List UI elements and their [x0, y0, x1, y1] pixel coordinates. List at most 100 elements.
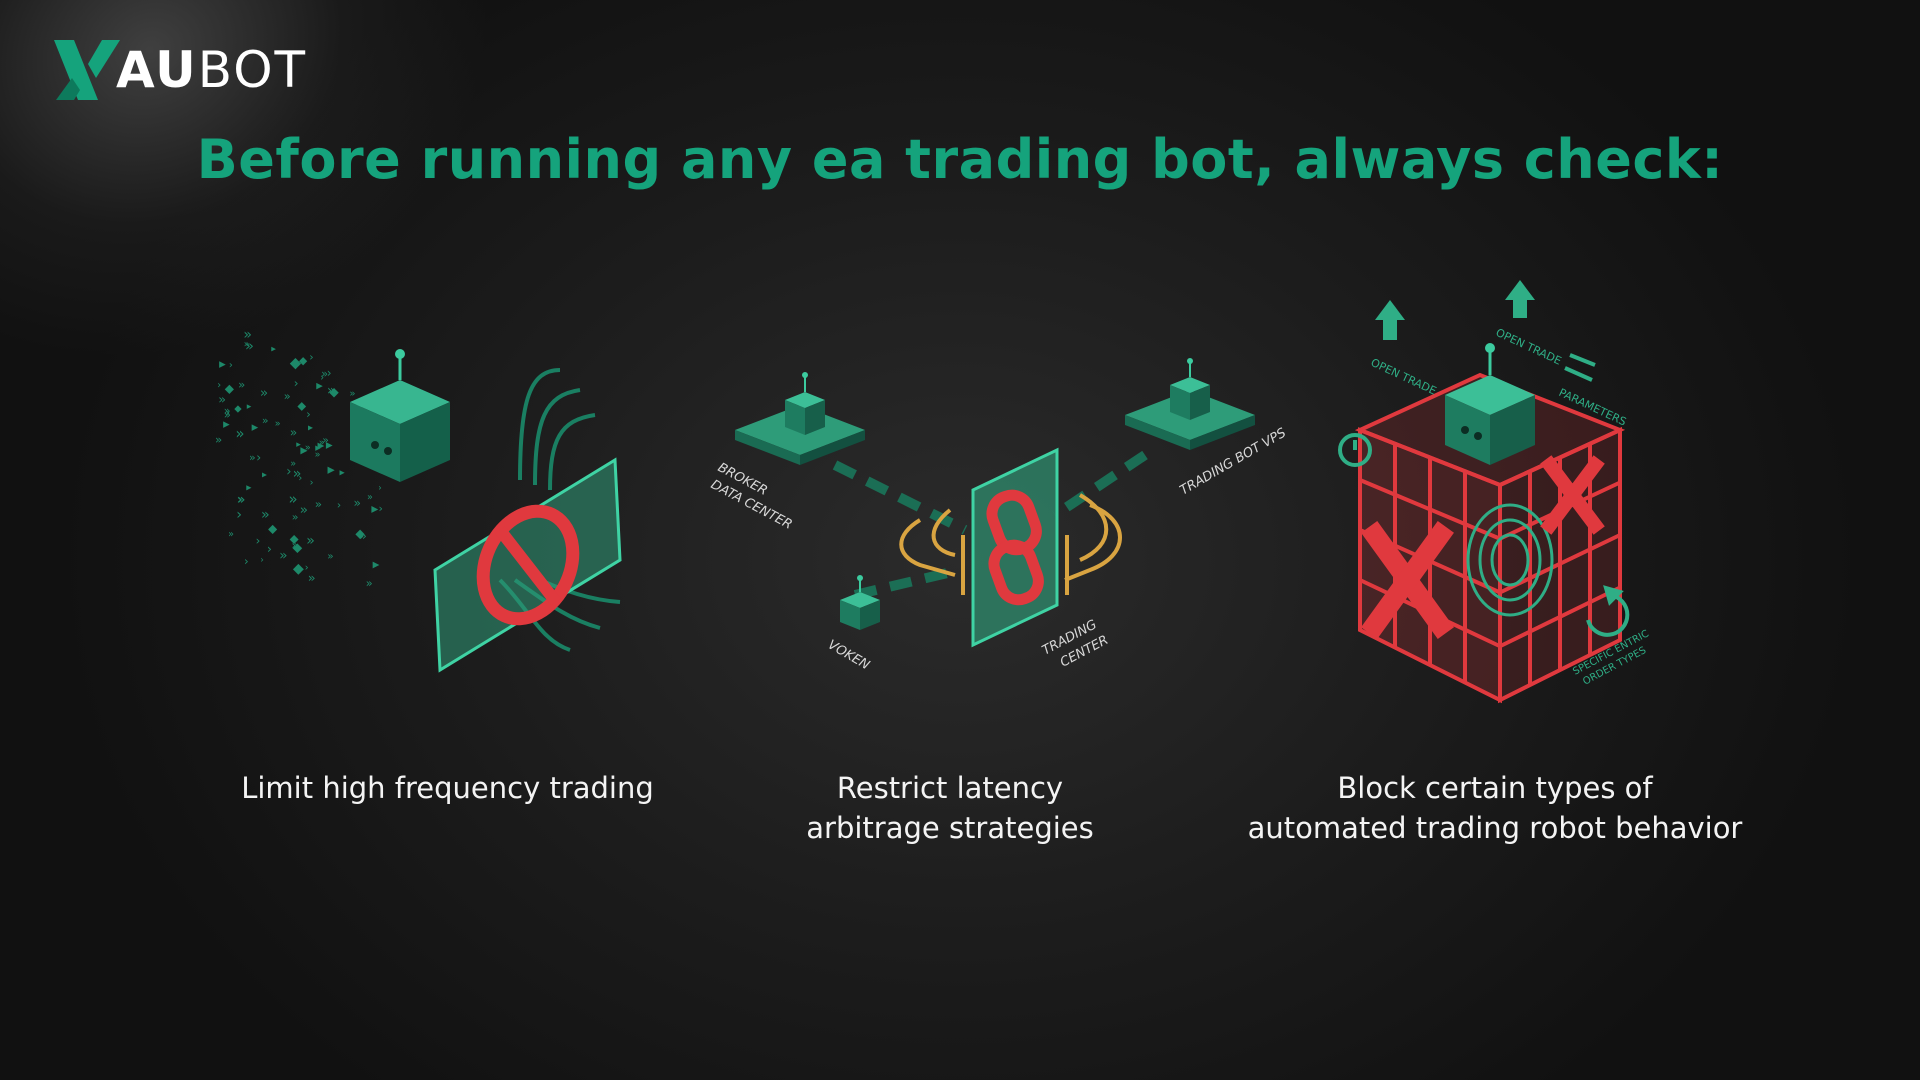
logo-x-mark: [54, 40, 120, 100]
stream-glyph: »: [300, 502, 308, 518]
stream-glyph: ›: [379, 502, 383, 515]
stream-glyph: »: [275, 419, 281, 430]
caption-line: Limit high frequency trading: [241, 771, 654, 805]
stream-glyph: ›: [306, 408, 310, 421]
logo-wordmark: AUBOT: [116, 41, 308, 99]
stream-glyph: ›: [337, 500, 341, 512]
stream-glyph: ›: [310, 477, 314, 488]
stream-glyph: »: [260, 385, 268, 401]
stream-glyph: ▸: [308, 423, 313, 434]
prohibition-sign-icon: [476, 504, 580, 626]
latency-arbitrage-illustration: BROKER DATA CENTER TRADING BOT VPS VOKEN: [708, 358, 1289, 673]
stream-glyph: ›: [378, 482, 382, 493]
bot-icon: [1445, 343, 1535, 465]
vps-server-icon: [1125, 358, 1255, 450]
stream-glyph: »: [306, 533, 315, 549]
stream-glyph: ›: [294, 376, 299, 390]
stream-glyph: ›: [217, 380, 221, 391]
stream-glyph: »: [237, 492, 246, 508]
stream-glyph: »: [218, 391, 226, 406]
caged-bot-illustration: OPEN TRADE OPEN TRADE PARAMETERS SPECIFI…: [1338, 280, 1651, 704]
arbitrage-loop-icon: [899, 493, 1122, 595]
stream-glyph: ◆: [234, 404, 242, 415]
stream-glyph: ◆: [290, 354, 302, 371]
stream-glyph: »: [279, 548, 287, 564]
stream-glyph: »: [238, 492, 246, 507]
stream-glyph: »: [224, 407, 231, 421]
stream-glyph: »: [349, 388, 355, 399]
caption-latency-arbitrage: Restrict latency arbitrage strategies: [720, 768, 1180, 848]
stream-glyph: »: [321, 367, 328, 381]
stream-glyph: ▸: [300, 443, 308, 459]
stream-glyph: ◆: [297, 399, 306, 413]
stream-glyph: ›: [286, 465, 291, 480]
stream-glyph: ›: [309, 350, 313, 363]
bot-icon: [350, 349, 450, 482]
open-trade-label-1: OPEN TRADE: [1369, 356, 1439, 398]
broker-server-icon: [735, 372, 865, 465]
stream-glyph: ▸: [271, 344, 276, 355]
caption-robot-behavior: Block certain types of automated trading…: [1220, 768, 1770, 848]
stream-glyph: ▸: [316, 379, 323, 394]
stream-glyph: ›: [229, 360, 233, 371]
xaubot-logo: AUBOT: [52, 38, 307, 102]
stream-glyph: »: [245, 337, 254, 354]
broken-chain-icon: [986, 489, 1044, 606]
stream-glyph: ▸: [328, 462, 336, 478]
stream-glyph: ›: [256, 450, 261, 465]
stream-glyph: »: [322, 433, 329, 446]
stream-glyph: »: [319, 438, 325, 449]
stream-glyph: ›: [236, 507, 242, 523]
open-trade-arrow-icon: [1375, 280, 1535, 340]
stream-glyph: ›: [260, 556, 264, 566]
stream-glyph: ▸: [318, 437, 325, 453]
stream-glyph: »: [367, 492, 373, 503]
caption-hft: Limit high frequency trading: [200, 768, 695, 808]
stream-glyph: ▸: [262, 470, 267, 481]
stream-glyph: »: [236, 426, 245, 443]
stream-glyph: »: [243, 327, 252, 343]
reject-x-icon: [1361, 455, 1605, 639]
fingerprint-icon: [1466, 503, 1554, 617]
stream-glyph: »: [262, 414, 269, 427]
page-title: Before running any ea trading bot, alway…: [196, 128, 1724, 191]
stream-glyph: ›: [226, 407, 230, 419]
stream-glyph: ▸: [219, 357, 226, 372]
stream-glyph: »: [315, 450, 321, 461]
stream-glyph: »: [228, 529, 234, 540]
stream-glyph: »: [215, 432, 222, 446]
cage-bar: [1499, 585, 1621, 649]
stream-glyph: ▸: [296, 440, 301, 450]
stream-glyph: ›: [298, 473, 302, 484]
stream-glyph: »: [308, 571, 316, 586]
caption-line: arbitrage strategies: [806, 811, 1094, 845]
stream-glyph: ◆: [293, 561, 304, 577]
stream-glyph: ›: [305, 563, 309, 574]
stream-glyph: »: [327, 384, 335, 399]
stream-glyph: »: [249, 451, 256, 464]
stream-glyph: »: [292, 510, 299, 523]
stream-glyph: »: [224, 404, 231, 417]
stream-glyph: ▸: [326, 437, 333, 453]
stream-glyph: ›: [327, 366, 332, 380]
stream-glyph: ▸: [247, 401, 252, 412]
stream-glyph: ◆: [329, 384, 339, 399]
refresh-icon: [1586, 585, 1630, 637]
caption-line: automated trading robot behavior: [1247, 811, 1743, 845]
stream-glyph: »: [290, 459, 296, 470]
stream-glyph: ◆: [355, 526, 365, 540]
parameters-icon: [1564, 353, 1596, 382]
caption-line: Block certain types of: [1337, 771, 1653, 805]
stream-glyph: »: [292, 538, 299, 552]
stream-glyph: »: [305, 443, 311, 454]
stream-glyph: ›: [320, 373, 324, 384]
stream-glyph: »: [244, 339, 250, 350]
stream-glyph: »: [261, 507, 270, 523]
cage-bar: [1499, 533, 1621, 595]
stream-glyph: ▸: [252, 420, 259, 435]
stream-glyph: »: [354, 496, 361, 510]
voken-label: VOKEN: [825, 637, 872, 673]
stream-glyph: »: [293, 466, 302, 482]
stream-glyph: ◆: [293, 539, 303, 554]
open-trade-label-2: OPEN TRADE: [1494, 326, 1564, 368]
